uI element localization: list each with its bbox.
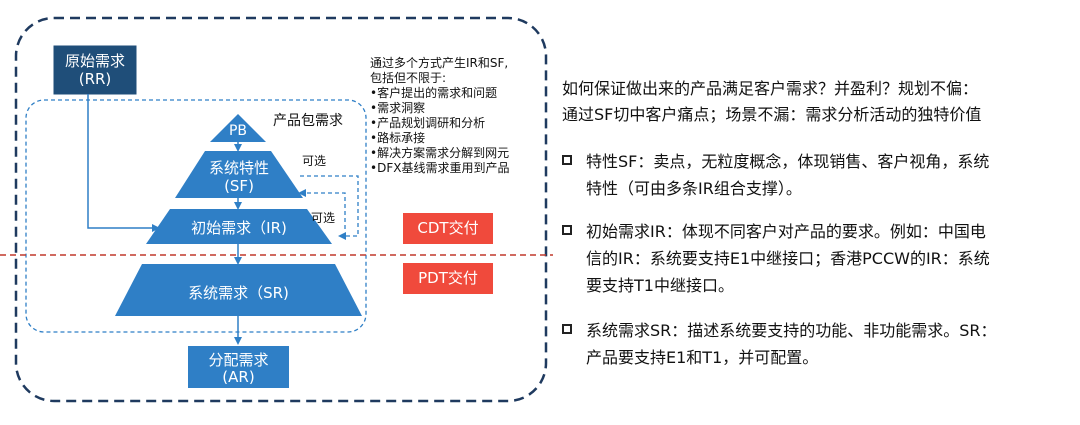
notes-line: •产品规划调研和分析	[370, 116, 486, 130]
ar-label-line2: (AR)	[222, 368, 255, 386]
pdt-delivery-badge: PDT交付	[403, 263, 493, 294]
cdt-delivery-badge: CDT交付	[403, 213, 493, 244]
sf-label-line1: 系统特性	[208, 159, 269, 177]
bullet-ir: 初始需求IR：体现不同客户对产品的要求。例如：中国电 信的IR：系统要支持E1中…	[562, 218, 990, 299]
ir-trapezoid	[146, 209, 332, 244]
notes-line: •解决方案需求分解到网元	[370, 146, 510, 160]
intro-text: 如何保证做出来的产品满足客户需求？并盈利？规划不偏： 通过SF切中客户痛点；场景…	[562, 76, 981, 128]
rr-label-line1: 原始需求	[64, 52, 125, 70]
bullet-line: 初始需求IR：体现不同客户对产品的要求。例如：中国电	[586, 222, 986, 241]
bullet-line: 产品要支持E1和T1，并可配置。	[586, 348, 819, 367]
rr-box	[53, 45, 137, 95]
ir-sf-sources-notes: 通过多个方式产生IR和SF, 包括但不限于: •客户提出的需求和问题 •需求洞察…	[370, 56, 509, 176]
pb-triangle	[210, 114, 266, 142]
bullet-line: 系统需求SR：描述系统要支持的功能、非功能需求。SR：	[586, 321, 997, 340]
square-bullet-icon	[562, 225, 572, 235]
optional-loop-1	[300, 175, 359, 240]
optional-label-1: 可选	[302, 154, 327, 168]
rr-label-line2: (RR)	[78, 70, 112, 88]
sf-label-line2: (SF)	[224, 177, 254, 195]
product-package-label: 产品包需求	[273, 113, 343, 129]
bullet-sf: 特性SF：卖点，无粒度概念，体现销售、客户视角，系统 特性（可由多条IR组合支撑…	[562, 148, 989, 202]
sf-trapezoid	[175, 151, 303, 198]
notes-line: 包括但不限于:	[370, 71, 447, 85]
bullet-sr: 系统需求SR：描述系统要支持的功能、非功能需求。SR： 产品要支持E1和T1，并…	[562, 317, 997, 371]
bullet-line: 要支持T1中继接口。	[586, 276, 734, 295]
ir-label: 初始需求（IR)	[191, 219, 287, 237]
ar-label-line1: 分配需求	[208, 351, 269, 369]
bullet-line: 特性SF：卖点，无粒度概念，体现销售、客户视角，系统	[586, 152, 990, 171]
product-package-frame	[25, 99, 367, 333]
notes-line: 通过多个方式产生IR和SF,	[370, 56, 509, 70]
notes-line: •需求洞察	[370, 101, 426, 115]
intro-line-2: 通过SF切中客户痛点；场景不漏：需求分析活动的独特价值	[562, 105, 982, 124]
intro-line-1: 如何保证做出来的产品满足客户需求？并盈利？规划不偏：	[562, 79, 979, 98]
sr-trapezoid	[115, 264, 362, 316]
notes-line: •DFX基线需求重用到产品	[370, 161, 510, 175]
ar-box	[188, 346, 289, 388]
rr-to-ir-connector	[87, 94, 160, 232]
sr-label: 系统需求（SR)	[188, 284, 289, 302]
bullet-line: 特性（可由多条IR组合支撑）。	[586, 179, 802, 198]
square-bullet-icon	[562, 324, 572, 334]
bullet-line: 信的IR：系统要支持E1中继接口；香港PCCW的IR：系统	[586, 249, 990, 268]
notes-line: •路标承接	[370, 131, 426, 145]
outer-frame	[14, 16, 548, 403]
square-bullet-icon	[562, 155, 572, 165]
notes-line: •客户提出的需求和问题	[370, 86, 498, 100]
optional-label-2: 可选	[311, 211, 336, 225]
pb-label: PB	[228, 123, 248, 139]
optional-loop-2	[298, 189, 346, 229]
